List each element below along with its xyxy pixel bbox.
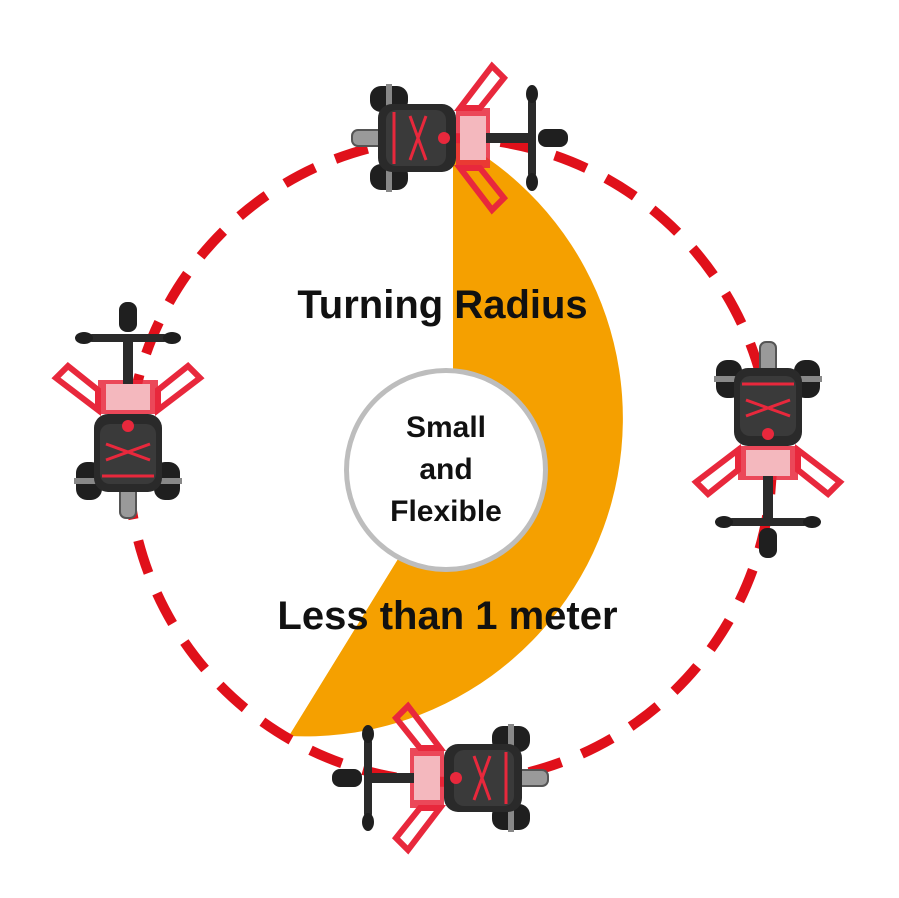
- badge-line-2: and: [419, 453, 473, 486]
- turning-radius-subtitle: Less than 1 meter: [277, 594, 618, 638]
- scooter-right: [696, 342, 840, 558]
- turning-sector-outer: [289, 137, 588, 736]
- scooter-bottom: [332, 706, 548, 850]
- center-badge: Small and Flexible: [344, 368, 548, 572]
- turning-radius-title: Turning Radius: [297, 283, 588, 327]
- badge-line-3: Flexible: [390, 495, 502, 528]
- badge-line-1: Small: [405, 411, 487, 444]
- scooter-left: [56, 302, 200, 518]
